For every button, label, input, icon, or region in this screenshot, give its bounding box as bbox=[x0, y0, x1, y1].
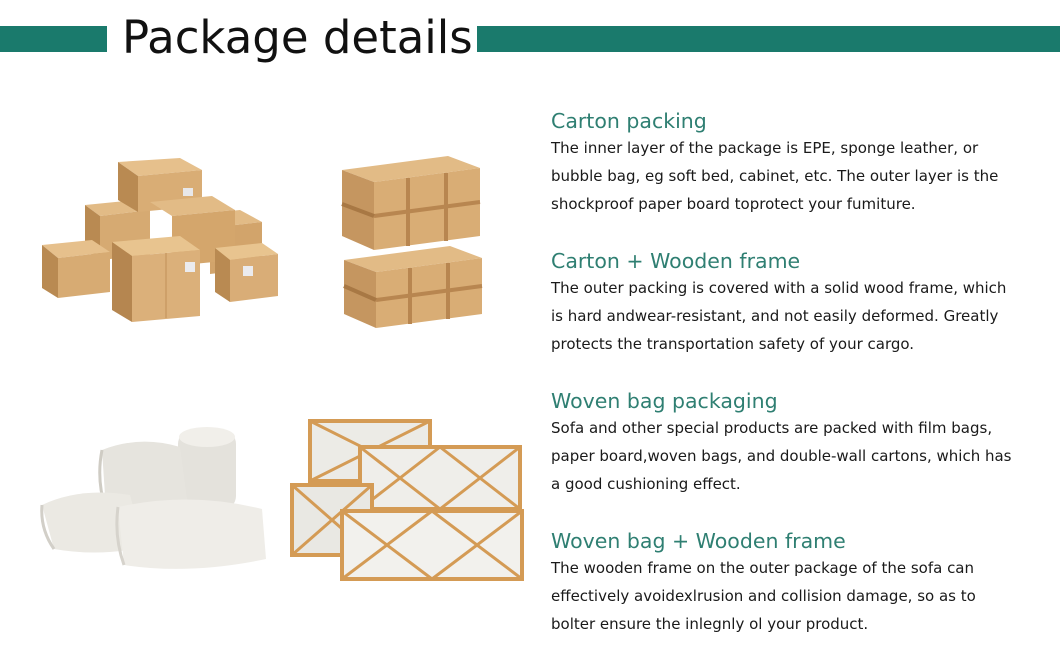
body-line: effectively avoidexlrusion and collision… bbox=[551, 587, 976, 605]
section-body: The inner layer of the package is EPE, s… bbox=[551, 134, 1051, 218]
carton-wood-frame-photo bbox=[338, 150, 488, 330]
woven-bag-photo bbox=[40, 425, 270, 575]
section-title: Carton packing bbox=[551, 109, 707, 133]
section-woven-bag-wooden-frame: Woven bag + Wooden frame The wooden fram… bbox=[551, 528, 1051, 638]
section-title: Carton + Wooden frame bbox=[551, 249, 801, 273]
header-bar-left bbox=[0, 26, 107, 52]
body-line: protects the transportation safety of yo… bbox=[551, 335, 915, 353]
section-title: Woven bag packaging bbox=[551, 389, 778, 413]
body-line: is hard andwear-resistant, and not easil… bbox=[551, 307, 999, 325]
carton-stack-photo bbox=[40, 150, 280, 330]
section-carton-wooden-frame: Carton + Wooden frame The outer packing … bbox=[551, 248, 1051, 358]
section-body: The wooden frame on the outer package of… bbox=[551, 554, 1051, 638]
section-carton-packing: Carton packing The inner layer of the pa… bbox=[551, 108, 1051, 218]
body-line: bolter ensure the inlegnly ol your produ… bbox=[551, 615, 869, 633]
body-line: The outer packing is covered with a soli… bbox=[551, 279, 1007, 297]
body-line: Sofa and other special products are pack… bbox=[551, 419, 993, 437]
header-bar-right bbox=[477, 26, 1060, 52]
body-line: a good cushioning effect. bbox=[551, 475, 741, 493]
section-body: Sofa and other special products are pack… bbox=[551, 414, 1051, 498]
section-body: The outer packing is covered with a soli… bbox=[551, 274, 1051, 358]
section-title: Woven bag + Wooden frame bbox=[551, 529, 846, 553]
page-title: Package details bbox=[122, 11, 473, 64]
section-woven-bag-packaging: Woven bag packaging Sofa and other speci… bbox=[551, 388, 1051, 498]
body-line: paper board,woven bags, and double-wall … bbox=[551, 447, 1012, 465]
body-line: The inner layer of the package is EPE, s… bbox=[551, 139, 979, 157]
woven-bag-wood-frame-photo bbox=[290, 415, 530, 585]
page-header: Package details bbox=[0, 0, 1060, 80]
body-line: shockproof paper board toprotect your fu… bbox=[551, 195, 916, 213]
body-line: The wooden frame on the outer package of… bbox=[551, 559, 975, 577]
body-line: bubble bag, eg soft bed, cabinet, etc. T… bbox=[551, 167, 999, 185]
